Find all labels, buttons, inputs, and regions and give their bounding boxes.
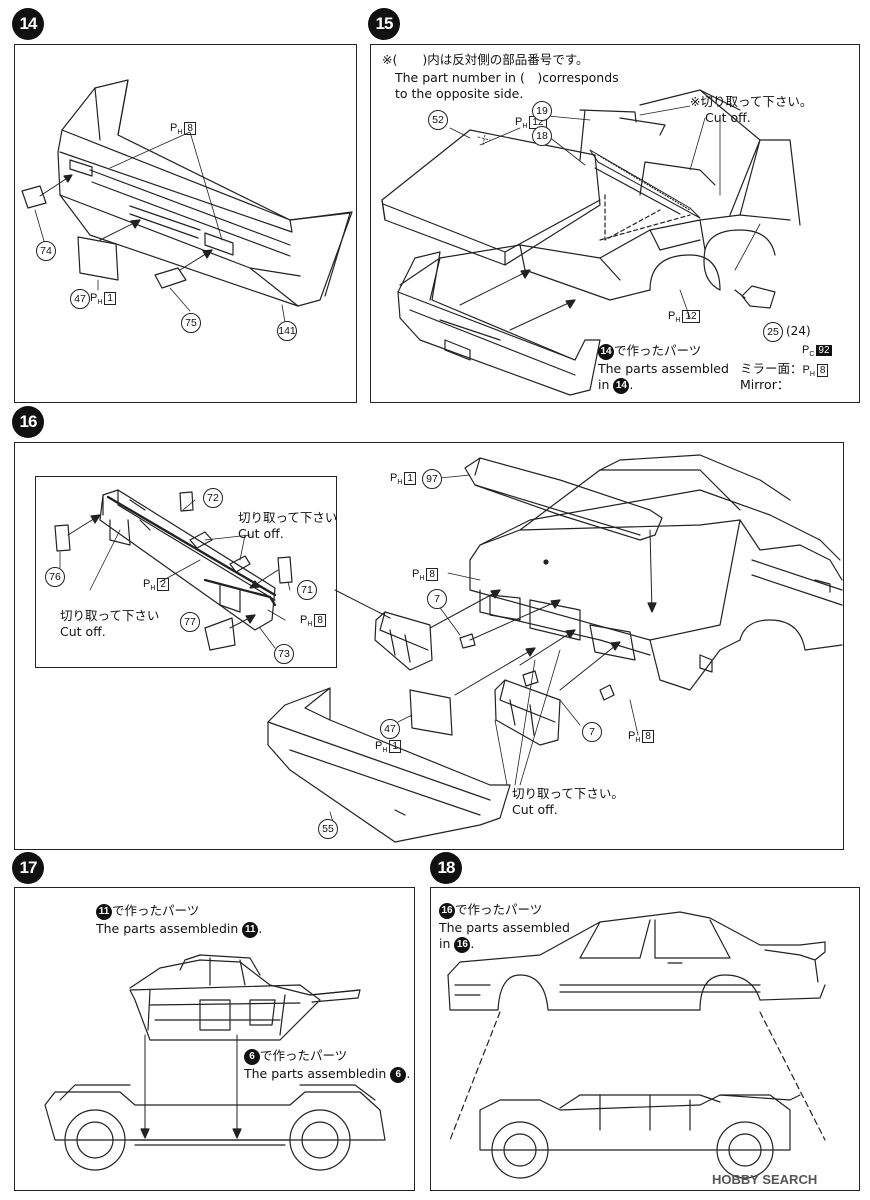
cut-off-en-3: Cut off. — [512, 802, 558, 817]
step-14-badge: 14 — [12, 8, 44, 40]
part-number-76: 76 — [45, 567, 65, 587]
step-17-badge: 17 — [12, 852, 44, 884]
part-number-52: 52 — [428, 110, 448, 130]
body-chassis-drawing — [447, 911, 826, 1179]
rear-body-drawing — [267, 454, 843, 843]
part-number-141: 141 — [277, 321, 297, 341]
part-number-77: 77 — [180, 612, 200, 632]
part-number-71: 71 — [297, 580, 317, 600]
part-number-7-b: 7 — [582, 722, 602, 742]
part-number-25: 25 — [763, 322, 783, 342]
watermark: HOBBY SEARCH — [712, 1172, 818, 1187]
cut-off-jp-1: 切り取って下さい — [238, 510, 338, 525]
part-number-75: 75 — [181, 313, 201, 333]
ref-16-en-1: The parts assembled — [439, 920, 570, 935]
part-number-73: 73 — [274, 644, 294, 664]
part-number-7-a: 7 — [427, 589, 447, 609]
cut-off-en-2: Cut off. — [60, 624, 106, 639]
step-15-badge: 15 — [368, 8, 400, 40]
ref-6-en: The parts assembledin 6. — [244, 1066, 411, 1083]
interior-chassis-drawing — [44, 954, 386, 1171]
part-number-47: 47 — [70, 289, 90, 309]
cut-off-en-1: Cut off. — [238, 526, 284, 541]
part-number-72: 72 — [203, 488, 223, 508]
part-number-47-plate: 47 — [380, 719, 400, 739]
part-number-97: 97 — [422, 469, 442, 489]
ref-11-en: The parts assembledin 11. — [96, 921, 263, 938]
note-jp: ※( )内は反対側の部品番号です。 — [382, 52, 589, 67]
assembled-14-en-2: in 14. — [598, 377, 634, 394]
assembled-14-en-1: The parts assembled — [598, 361, 729, 376]
note-en-line1: The part number in ( )corresponds — [395, 70, 619, 85]
front-bumper-drawing — [21, 79, 353, 323]
cut-off-jp: ※切り取って下さい。 — [690, 94, 813, 109]
part-number-24-opposite: (24) — [786, 324, 811, 338]
front-clip-drawing — [381, 89, 801, 396]
step-16-badge: 16 — [12, 406, 44, 438]
cut-off-jp-3: 切り取って下さい。 — [512, 786, 624, 801]
mirror-en: Mirror： — [740, 377, 790, 392]
ref-16-en-2: in 16. — [439, 936, 475, 953]
step-18-badge: 18 — [430, 852, 462, 884]
step-14-panel — [14, 44, 357, 403]
cut-off-en: Cut off. — [705, 110, 751, 125]
part-number-55: 55 — [318, 819, 338, 839]
cut-off-jp-2: 切り取って下さい — [60, 608, 160, 623]
tail-panel-drawing — [54, 489, 293, 651]
note-en-line2: to the opposite side. — [395, 86, 524, 101]
part-number-74: 74 — [36, 241, 56, 261]
part-number-18: 18 — [532, 126, 552, 146]
part-number-19: 19 — [532, 101, 552, 121]
